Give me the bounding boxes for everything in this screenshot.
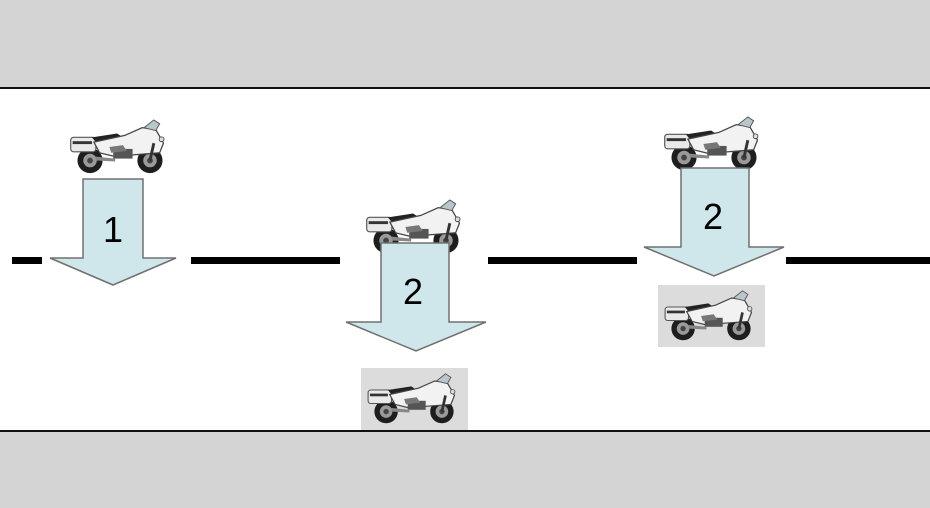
down-arrow-icon [643,167,785,277]
arrow-label: 2 [703,196,724,237]
lane-dash [191,257,340,264]
motorcycle-icon [69,118,166,175]
lane-dash [786,257,930,264]
shoulder-top [0,0,930,88]
motorcycle-destination [361,368,468,430]
lane-dash [12,257,42,264]
motorcycle-icon [663,115,760,172]
road-edge-bottom [0,430,930,432]
road-edge-top [0,87,930,89]
arrow-label: 2 [403,271,424,312]
motorcycle-icon [366,372,457,425]
shoulder-bottom [0,431,930,508]
lane-dash [488,257,637,264]
down-arrow-icon [49,178,177,286]
down-arrow-icon [345,242,487,352]
motorcycle-icon [663,289,754,342]
motorcycle-destination [658,285,765,347]
arrow-label: 1 [103,209,124,250]
